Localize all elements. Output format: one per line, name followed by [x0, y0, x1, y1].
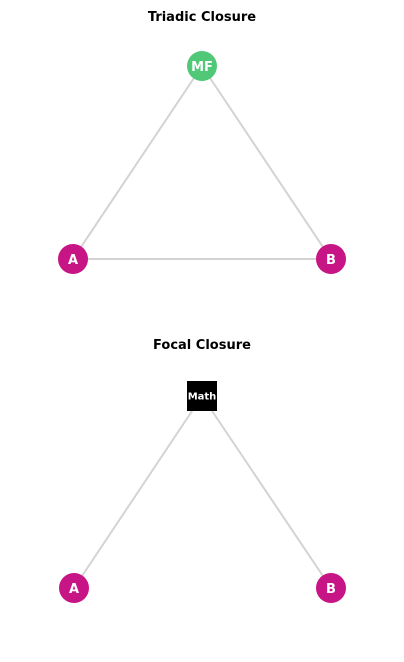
triadic-closure-diagram: Triadic Closure MF A B: [58, 10, 346, 274]
node-b: B: [316, 244, 346, 274]
node-focus-math: Math: [187, 381, 217, 411]
node-a-label: A: [69, 582, 79, 597]
node-a-circle: [59, 573, 89, 603]
node-b-circle: [316, 244, 346, 274]
node-a: A: [58, 244, 88, 274]
node-a: A: [59, 573, 89, 603]
focus-square: [187, 381, 217, 411]
focal-closure-title: Focal Closure: [153, 338, 251, 353]
node-b-circle: [316, 573, 346, 603]
node-mf-circle: [187, 51, 217, 81]
node-b-label: B: [326, 582, 336, 597]
focal-closure-diagram: Focal Closure Math A B: [59, 338, 346, 603]
edge-focus-a: [73, 395, 203, 589]
focus-math-label: Math: [188, 392, 217, 403]
node-a-circle: [58, 244, 88, 274]
node-mf: MF: [187, 51, 217, 81]
edge-mf-a: [72, 65, 203, 260]
node-a-label: A: [68, 253, 78, 268]
node-mf-label: MF: [191, 60, 213, 75]
node-b-label: B: [326, 253, 336, 268]
edge-mf-b: [201, 65, 332, 260]
triadic-closure-title: Triadic Closure: [148, 10, 256, 25]
edge-focus-b: [201, 395, 332, 589]
node-b: B: [316, 573, 346, 603]
